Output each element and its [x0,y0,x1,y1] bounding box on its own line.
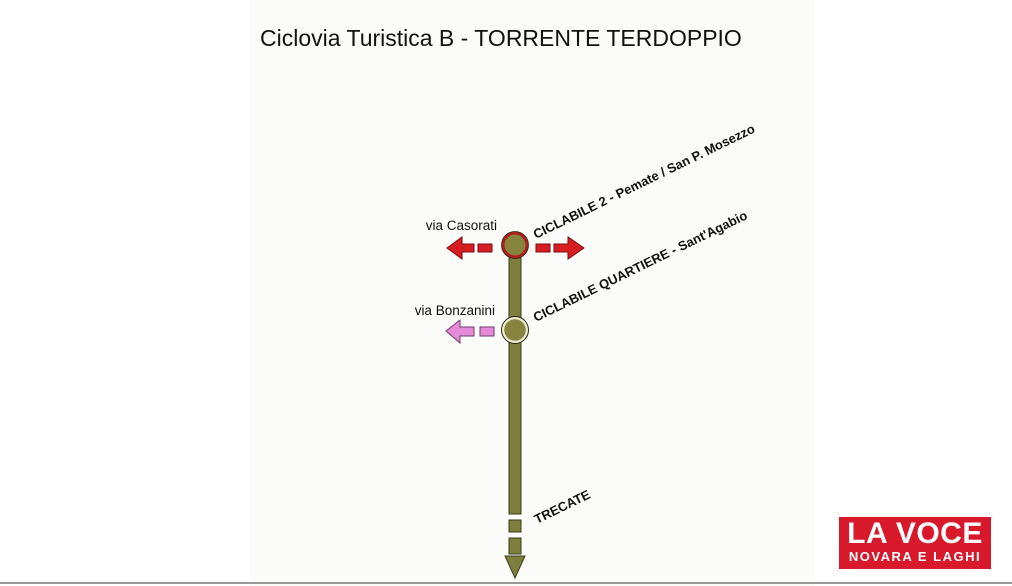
pink-dash [479,326,495,337]
arrow-right-red-icon [553,236,585,260]
node-casorati [501,231,529,259]
trecate-label: TRECATE [532,487,593,527]
logo-line-1: LA VOCE [847,517,983,550]
map-sheet [250,0,815,586]
via-casorati-label: via Casorati [426,218,497,233]
main-route-line [508,251,522,555]
bottom-divider [0,582,1012,584]
trecate-arrow-icon [504,555,526,580]
node-bonzanini [501,316,529,344]
via-bonzanini-label: via Bonzanini [415,303,495,318]
diagram-title: Ciclovia Turistica B - TORRENTE TERDOPPI… [260,25,742,51]
arrow-left-red-icon [446,236,475,260]
red-dash [477,243,493,253]
pink-connection [445,318,495,345]
red-dash [535,243,551,253]
red-connection [446,236,585,260]
arrow-left-pink-icon [445,318,475,345]
la-voce-logo: LA VOCE NOVARA E LAGHI [839,517,991,569]
logo-line-2: NOVARA E LAGHI [848,549,982,564]
